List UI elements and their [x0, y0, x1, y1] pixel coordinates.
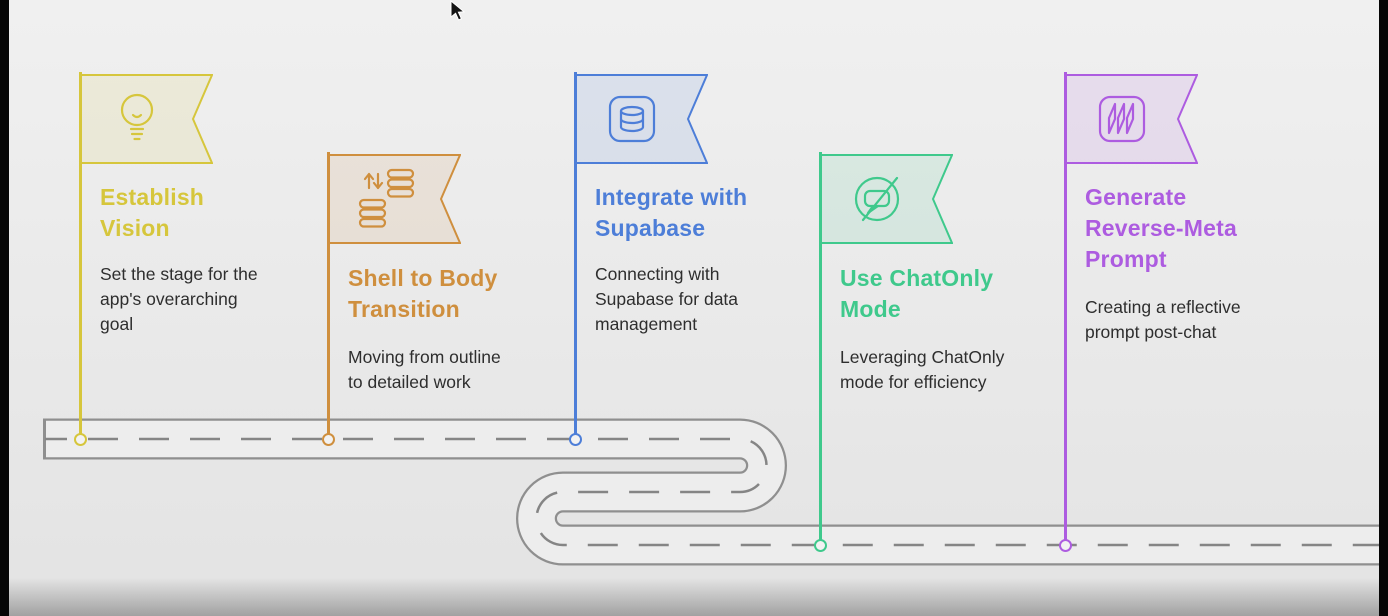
flag-banner — [79, 74, 213, 164]
road-node — [813, 538, 827, 552]
milestone-description: Connecting with Supabase for data manage… — [595, 264, 739, 334]
milestone-title: Generate Reverse-Meta Prompt — [1085, 184, 1237, 272]
chat-disabled-icon — [854, 176, 900, 222]
mouse-cursor — [450, 0, 466, 21]
road-node — [321, 432, 335, 446]
milestone-description: Creating a reflective prompt post-chat — [1085, 297, 1241, 342]
milestone-description: Moving from outline to detailed work — [348, 347, 501, 392]
road-node — [73, 432, 87, 446]
database-icon — [608, 95, 656, 143]
flag-shape — [1064, 74, 1198, 164]
flag-shape — [79, 74, 213, 164]
flag-banner — [819, 154, 953, 244]
milestone-description: Set the stage for the app's overarching … — [100, 264, 258, 334]
flag-pole — [78, 72, 82, 439]
road-node — [1058, 538, 1072, 552]
flag-banner — [327, 154, 461, 244]
lightbulb-icon — [120, 93, 154, 141]
flag-pole — [326, 152, 330, 439]
flag-shape — [327, 154, 461, 244]
flag-banner — [574, 74, 708, 164]
road-centerline — [45, 437, 1388, 547]
milestone-title: Integrate with Supabase — [595, 184, 748, 241]
milestone-description: Leveraging ChatOnly mode for efficiency — [840, 347, 1005, 392]
road-surface — [46, 420, 1388, 564]
flag-pole — [818, 152, 822, 545]
data-migration-icon — [358, 168, 415, 228]
milestone-title: Use ChatOnly Mode — [840, 265, 994, 322]
road-node — [568, 432, 582, 446]
flag-shape — [819, 154, 953, 244]
milestone-title: Establish Vision — [100, 184, 205, 241]
flag-banner — [1064, 74, 1198, 164]
milestone-title: Shell to Body Transition — [348, 265, 498, 322]
miro-icon — [1098, 95, 1146, 143]
flag-shape — [574, 74, 708, 164]
letterbox-left — [0, 0, 9, 616]
flag-pole — [1063, 72, 1067, 545]
flag-pole — [573, 72, 577, 439]
letterbox-right — [1379, 0, 1388, 616]
